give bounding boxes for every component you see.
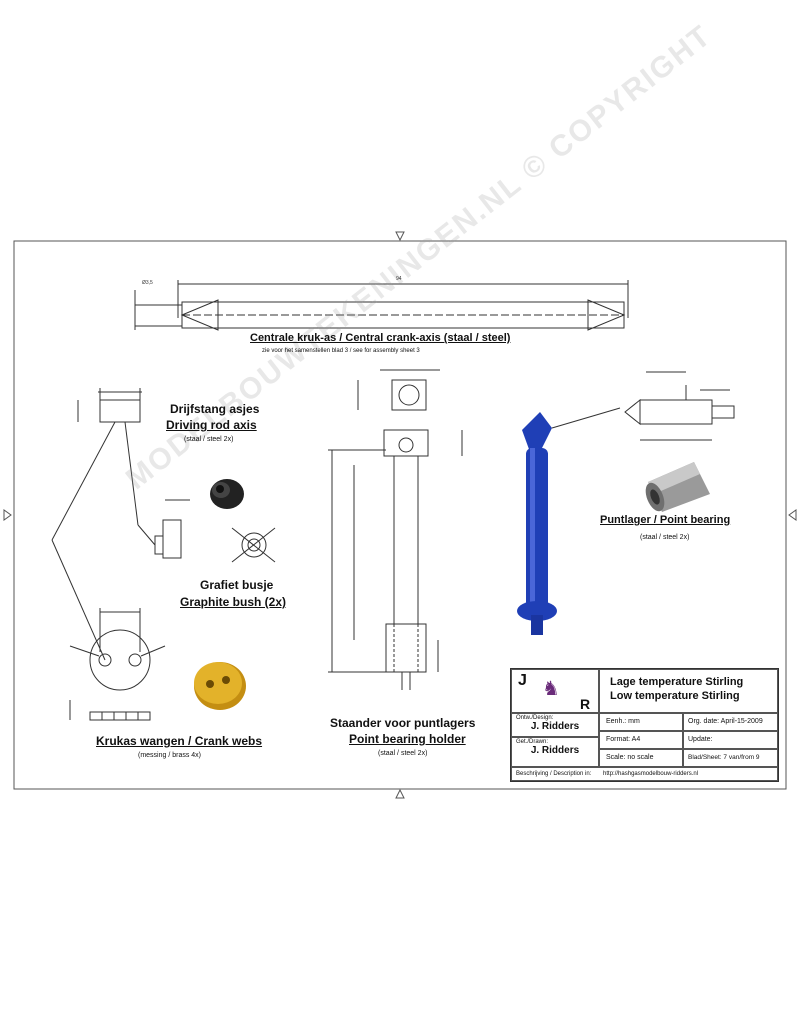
description-label: Beschrijving / Description in: (516, 771, 592, 777)
crank-webs-material: (messing / brass 4x) (138, 752, 202, 759)
center-mark-bottom (395, 788, 405, 799)
crank-axis-dia-dim: Ø3,5 (142, 280, 153, 286)
design-cell: Ontw./Design: J. Ridders (511, 713, 599, 737)
graphite-bush-title-en: Graphite bush (2x) (180, 595, 287, 609)
title-nl: Lage temperature Stirling (610, 676, 744, 688)
point-bearing-render (645, 462, 710, 512)
driving-rod-axis-drawing (51, 388, 190, 661)
center-mark-left (3, 509, 12, 521)
crank-web-drawing (69, 608, 166, 721)
update-cell: Update: (683, 731, 778, 749)
crank-webs-title: Krukas wangen / Crank webs (96, 734, 263, 748)
logo-letter-j: J (518, 672, 527, 689)
logo-cell: J ♞ R (511, 669, 599, 713)
point-bearing-holder-render (517, 407, 621, 635)
crank-axis-title: Centrale kruk-as / Central crank-axis (s… (250, 332, 511, 344)
driving-rod-title-en: Driving rod axis (166, 418, 257, 432)
point-bearing-material: (staal / steel 2x) (640, 534, 690, 541)
driving-rod-title-nl: Drijfstang asjes (170, 402, 260, 416)
point-bearing-holder-drawing (328, 369, 463, 690)
format-cell: Format: A4 (599, 731, 683, 749)
graphite-bush-title-nl: Grafiet busje (200, 578, 274, 592)
point-bearing-drawing (624, 371, 735, 441)
holder-title-en: Point bearing holder (349, 732, 466, 746)
orig-date-cell: Org. date: April-15-2009 (683, 713, 778, 731)
drawn-label: Get./Drawn: (516, 739, 549, 745)
drawn-name: J. Ridders (530, 745, 580, 756)
crank-axis-drawing (134, 280, 629, 331)
point-bearing-title: Puntlager / Point bearing (600, 514, 731, 526)
brass-crank-web-render (194, 662, 246, 710)
center-mark-right (788, 509, 797, 521)
holder-material: (staal / steel 2x) (378, 750, 428, 757)
logo-figure-icon: ♞ (542, 678, 560, 700)
description-url: http://hashgasmodelbouw-ridders.nl (603, 771, 699, 777)
driving-rod-material: (staal / steel 2x) (184, 436, 234, 443)
crank-axis-note: zie voor het samenstellen blad 3 / see f… (262, 348, 420, 354)
center-mark-top (395, 231, 405, 242)
title-block: J ♞ R Lage temperature Stirling Low temp… (510, 668, 779, 782)
holder-title-nl: Staander voor puntlagers (330, 716, 476, 730)
units-cell: Eenh.: mm (599, 713, 683, 731)
graphite-bush-render (210, 479, 244, 509)
design-name: J. Ridders (530, 721, 580, 732)
graphite-bush-drawing (231, 527, 276, 563)
title-cell: Lage temperature Stirling Low temperatur… (599, 669, 778, 713)
drawn-cell: Get./Drawn: J. Ridders (511, 737, 599, 767)
sheet-cell: Blad/Sheet: 7 van/from 9 (683, 749, 778, 767)
crank-axis-length-dim: 94 (396, 276, 402, 282)
scale-cell: Scale: no scale (599, 749, 683, 767)
logo-letter-r: R (580, 696, 591, 712)
description-cell: Beschrijving / Description in: http://ha… (511, 767, 778, 781)
design-label: Ontw./Design: (516, 715, 554, 721)
title-en: Low temperature Stirling (610, 690, 740, 702)
